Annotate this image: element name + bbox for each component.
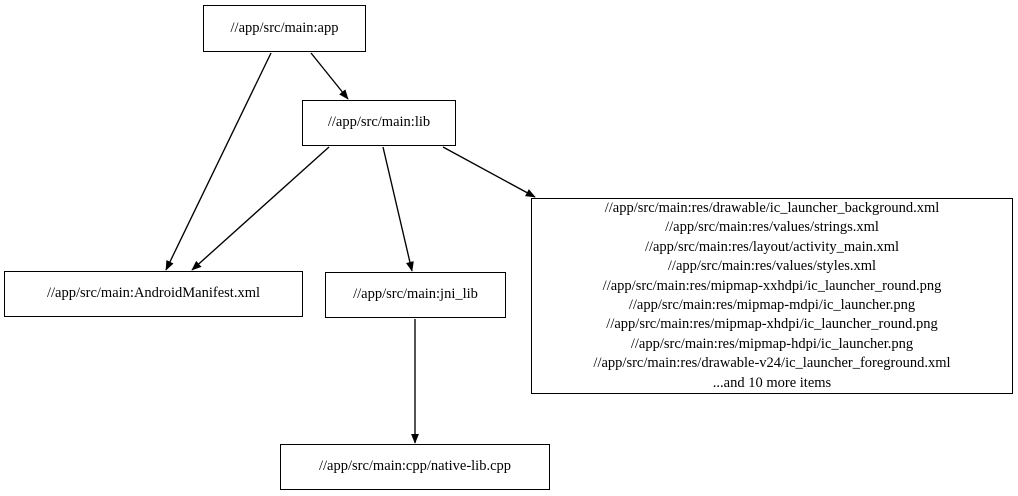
- node-app-label: //app/src/main:app: [230, 19, 339, 36]
- edge-lib-to-jni-lib: [382, 146, 414, 272]
- node-native-lib-cpp[interactable]: //app/src/main:cpp/native-lib.cpp: [280, 444, 550, 490]
- node-android-manifest-label: //app/src/main:AndroidManifest.xml: [46, 285, 261, 302]
- edge-lib-to-resources: [442, 146, 536, 198]
- node-jni-lib[interactable]: //app/src/main:jni_lib: [325, 272, 506, 318]
- node-jni-lib-label: //app/src/main:jni_lib: [353, 286, 478, 303]
- node-lib[interactable]: //app/src/main:lib: [302, 100, 456, 146]
- node-resources-group[interactable]: //app/src/main:res/drawable/ic_launcher_…: [531, 198, 1013, 394]
- node-native-lib-cpp-label: //app/src/main:cpp/native-lib.cpp: [318, 458, 512, 475]
- node-app[interactable]: //app/src/main:app: [203, 5, 366, 52]
- edge-app-to-lib: [310, 52, 349, 100]
- node-android-manifest[interactable]: //app/src/main:AndroidManifest.xml: [4, 271, 303, 317]
- edge-app-to-manifest: [165, 52, 272, 271]
- edge-lib-to-manifest: [191, 146, 330, 271]
- node-resources-group-label: //app/src/main:res/drawable/ic_launcher_…: [593, 199, 951, 391]
- node-lib-label: //app/src/main:lib: [327, 114, 431, 131]
